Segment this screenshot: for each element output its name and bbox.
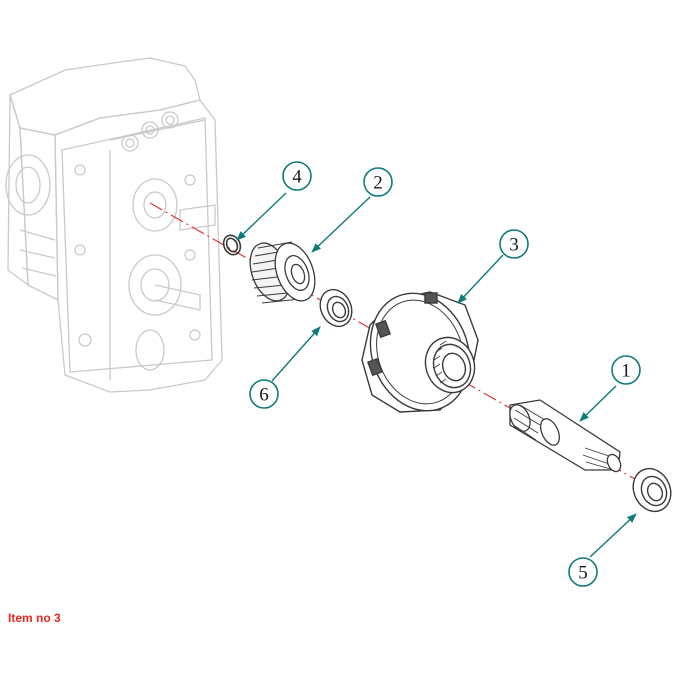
output-shaft (509, 399, 622, 473)
retaining-ring (222, 234, 242, 256)
leader-line-2 (311, 196, 371, 253)
leader-line-6 (271, 326, 321, 382)
leader-line-1 (579, 385, 617, 422)
callout-circle-2 (363, 167, 393, 197)
leader-line-4 (236, 192, 287, 241)
leader-line-3 (457, 254, 504, 304)
callout-number-3: 3 (509, 235, 519, 256)
callout-circle-5 (568, 557, 598, 587)
callout-number-5: 5 (578, 563, 588, 584)
callout-number-6: 6 (259, 385, 269, 406)
planetary-housing (361, 291, 479, 413)
leader-line-5 (589, 513, 637, 558)
item-caption: Item no 3 (8, 611, 61, 625)
callout-number-1: 1 (621, 361, 631, 382)
callout-number-2: 2 (373, 173, 383, 194)
callout-circle-6 (249, 379, 279, 409)
output-bearing (632, 467, 672, 513)
gearbox-housing (5, 57, 223, 393)
callout-circle-3 (499, 229, 529, 259)
gear-assembly (249, 241, 316, 304)
callout-circle-4 (282, 161, 312, 191)
small-bearing (319, 288, 353, 328)
callout-circle-1 (611, 355, 641, 385)
callout-number-4: 4 (292, 167, 302, 188)
